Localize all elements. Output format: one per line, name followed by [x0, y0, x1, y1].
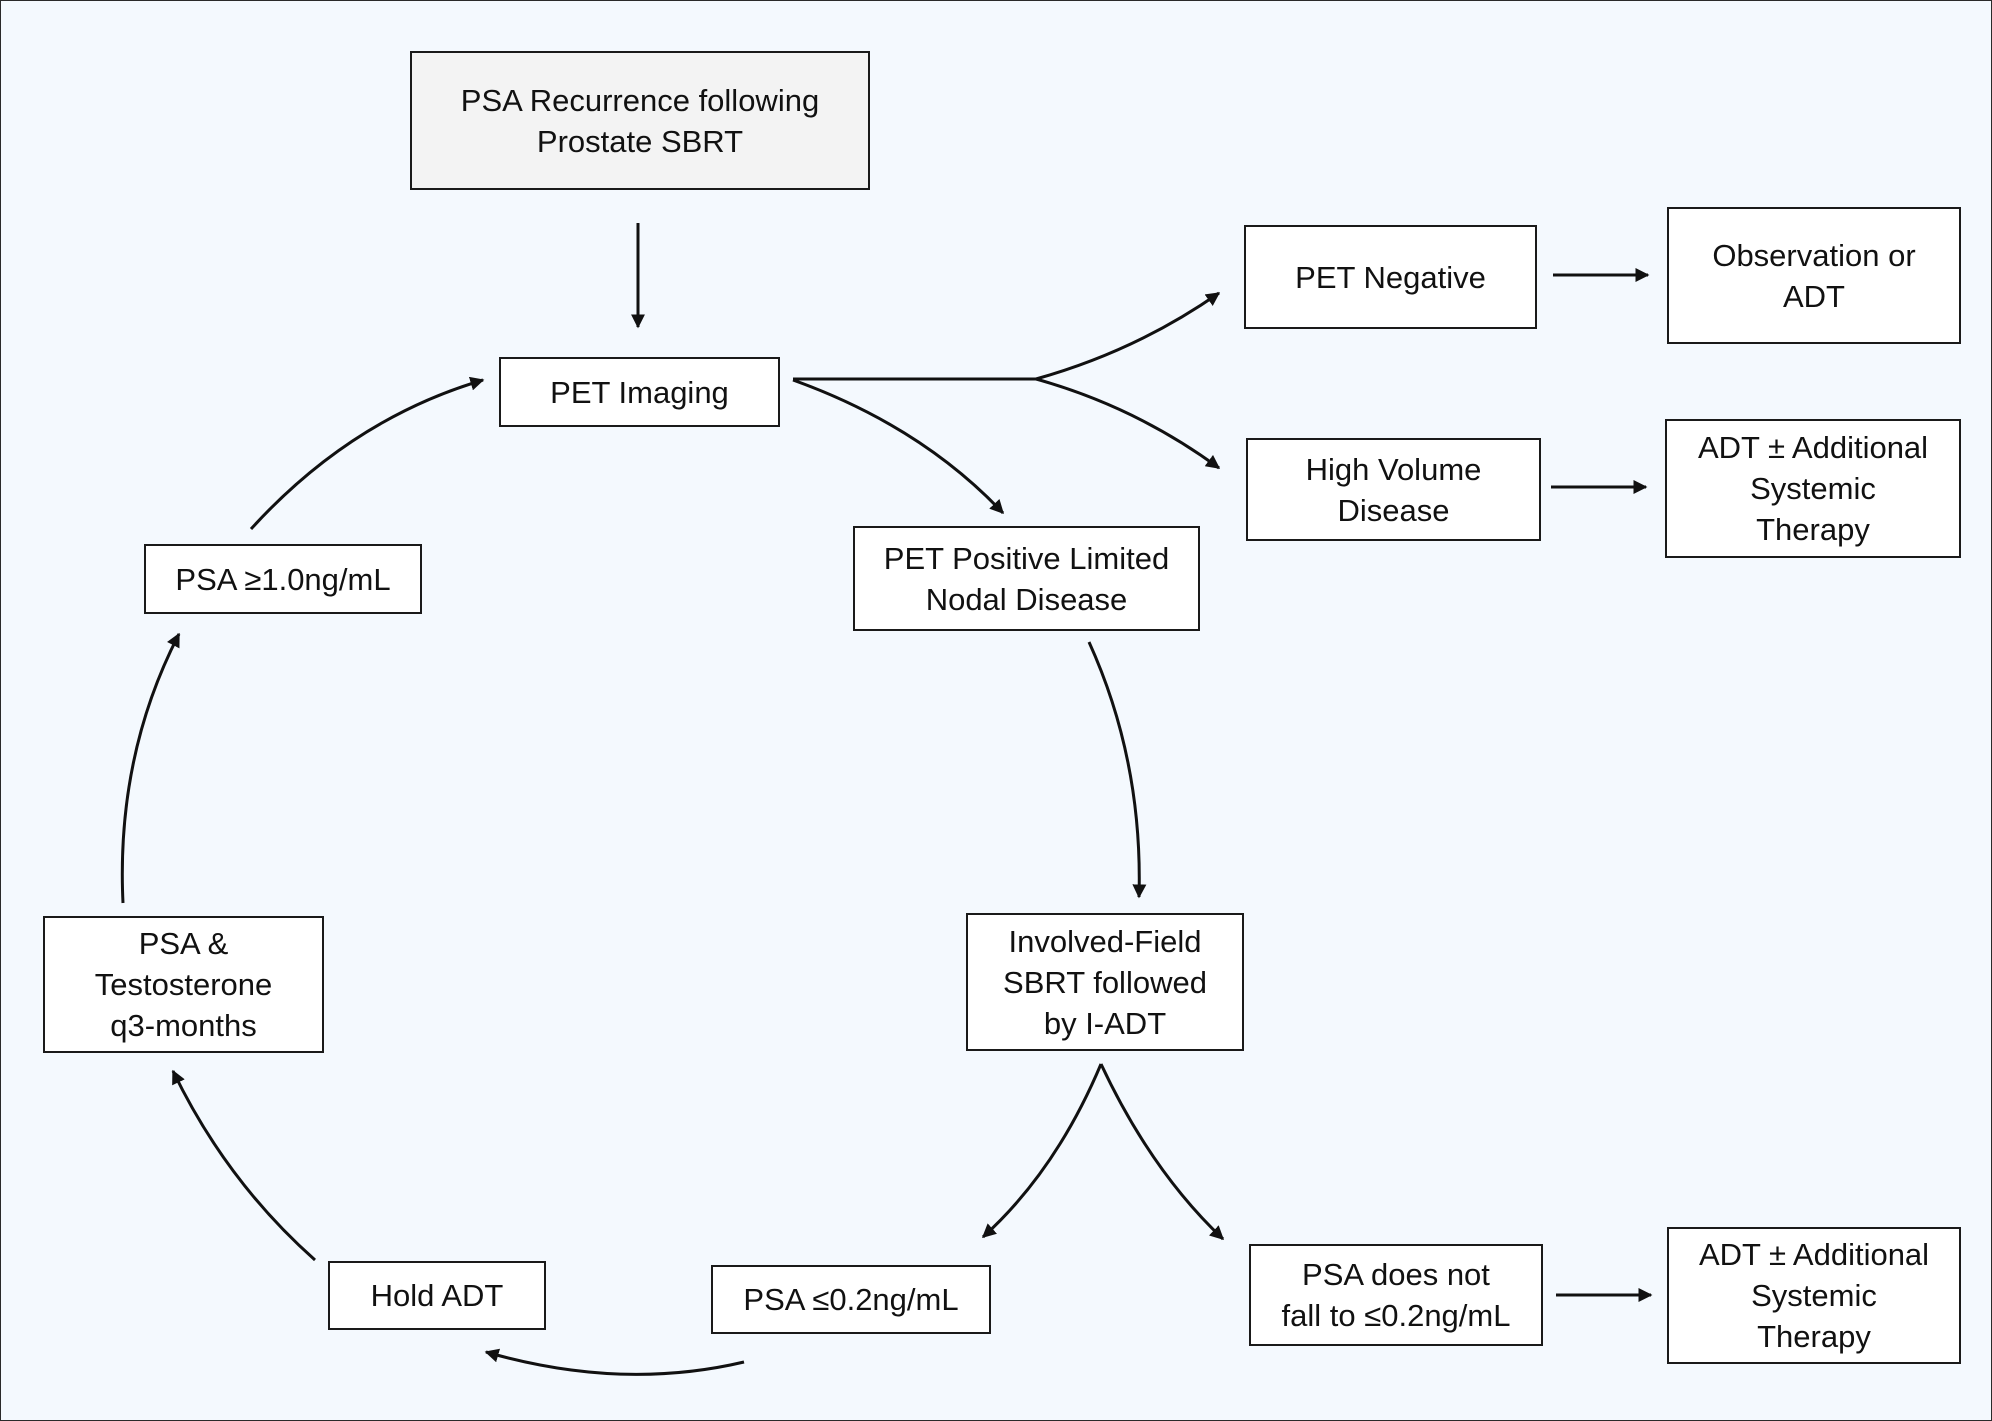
node-hold-adt: Hold ADT: [328, 1261, 546, 1330]
node-label: PET Positive Limited Nodal Disease: [883, 540, 1170, 617]
node-pet-imaging: PET Imaging: [499, 357, 780, 427]
node-label: PSA ≥1.0ng/mL: [175, 561, 391, 597]
node-high-volume-disease: High Volume Disease: [1246, 438, 1541, 541]
node-adt-additional-systemic-therapy-2: ADT ± Additional Systemic Therapy: [1667, 1227, 1961, 1364]
node-psa-recurrence: PSA Recurrence following Prostate SBRT: [410, 51, 870, 190]
node-pet-negative: PET Negative: [1244, 225, 1537, 329]
arrow-involved-field-to-psa-low: [981, 1063, 1103, 1239]
arrow-pet-positive-to-involved-field: [1087, 641, 1147, 899]
node-psa-high: PSA ≥1.0ng/mL: [144, 544, 422, 614]
node-pet-positive-limited-nodal: PET Positive Limited Nodal Disease: [853, 526, 1200, 631]
node-label: Involved-Field SBRT followed by I-ADT: [1003, 923, 1207, 1041]
arrow-psa-high-to-pet-imaging: [249, 376, 485, 531]
node-label: PET Imaging: [550, 374, 729, 410]
node-label: Hold ADT: [370, 1278, 504, 1313]
node-label: PSA & Testosterone q3-months: [94, 926, 273, 1043]
arrow-involved-field-to-psa-not-fall: [1099, 1063, 1225, 1241]
node-psa-testosterone: PSA & Testosterone q3-months: [43, 916, 324, 1053]
arrow-pet-imaging-to-high-volume: [1035, 377, 1221, 470]
arrow-pet-imaging-to-pet-positive: [792, 378, 1005, 515]
node-label: PSA Recurrence following Prostate SBRT: [460, 82, 820, 159]
node-label: Observation or ADT: [1712, 237, 1916, 314]
arrow-pet-imaging-to-pet-negative: [1035, 291, 1221, 381]
node-psa-does-not-fall: PSA does not fall to ≤0.2ng/mL: [1249, 1244, 1543, 1346]
node-involved-field-sbrt: Involved-Field SBRT followed by I-ADT: [966, 913, 1244, 1051]
node-label: PSA does not fall to ≤0.2ng/mL: [1281, 1257, 1511, 1333]
arrow-psa-low-to-hold-adt: [484, 1348, 745, 1376]
node-label: PSA ≤0.2ng/mL: [743, 1282, 959, 1317]
node-label: PET Negative: [1295, 259, 1486, 295]
arrow-hold-adt-to-psa-testosterone: [171, 1069, 316, 1262]
node-observation-or-adt: Observation or ADT: [1667, 207, 1961, 344]
node-adt-additional-systemic-therapy: ADT ± Additional Systemic Therapy: [1665, 419, 1961, 558]
node-psa-low: PSA ≤0.2ng/mL: [711, 1265, 991, 1334]
node-label: High Volume Disease: [1305, 451, 1482, 528]
node-label: ADT ± Additional Systemic Therapy: [1698, 1237, 1930, 1354]
node-label: ADT ± Additional Systemic Therapy: [1697, 430, 1929, 547]
arrow-psa-testosterone-to-psa-high: [120, 632, 181, 904]
